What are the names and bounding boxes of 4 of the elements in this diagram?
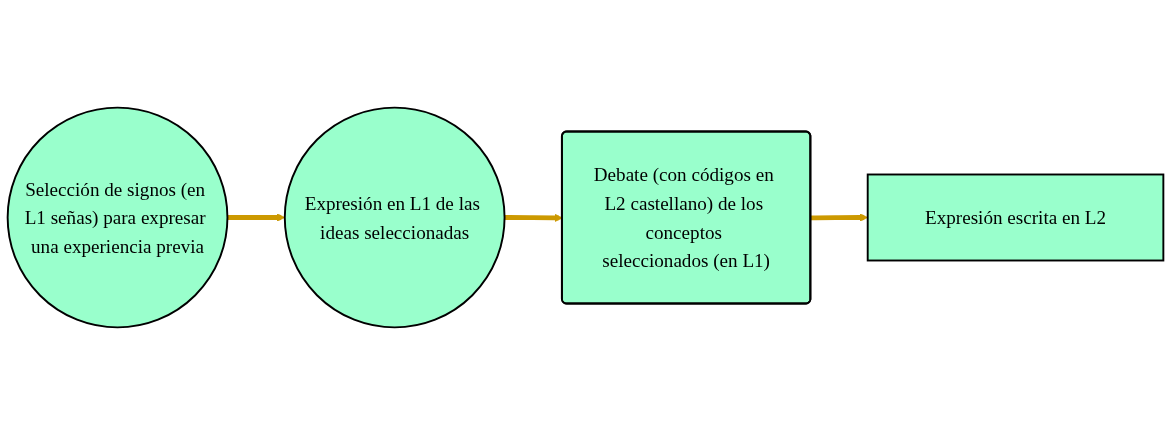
node-circle: Selección de signos (en L1 señas) para expresar una experiencia previa — [6, 106, 229, 329]
node-circle: Expresión en L1 de las ideas seleccionadas — [283, 106, 506, 329]
node-box: Expresión escrita en L2 — [866, 173, 1165, 262]
arrow — [227, 213, 286, 222]
